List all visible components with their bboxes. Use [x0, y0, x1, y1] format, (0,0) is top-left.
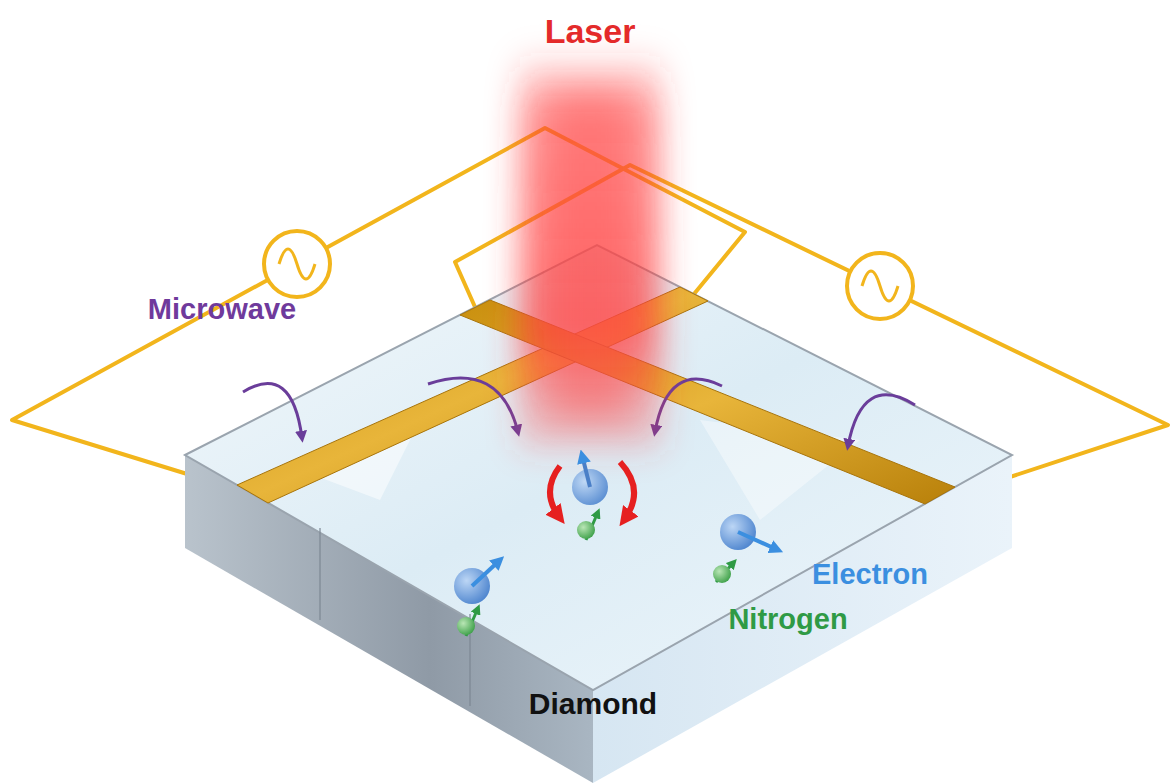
laser-beam: [520, 50, 660, 450]
diamond-label: Diamond: [529, 687, 657, 720]
electron-label: Electron: [812, 559, 928, 591]
microwave-label: Microwave: [148, 294, 296, 326]
nitrogen-label: Nitrogen: [728, 604, 847, 636]
laser-label: Laser: [545, 13, 636, 50]
